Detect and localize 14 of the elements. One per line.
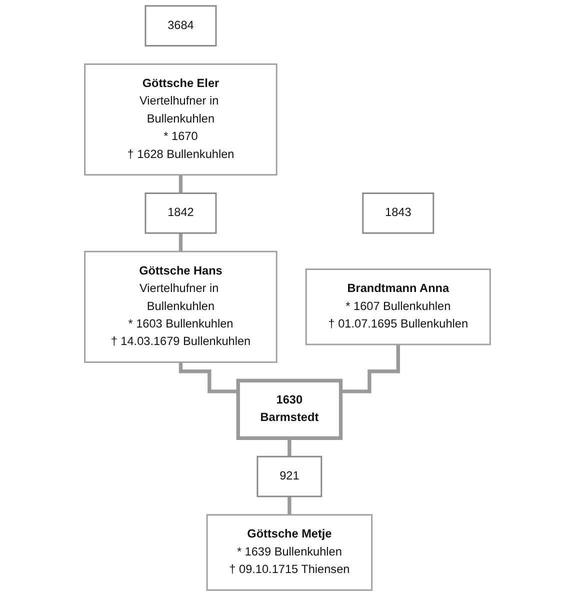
node-box: 1843 [362, 192, 434, 234]
node-box: Göttsche Eler Viertelhufner in Bullenkuhlen * 1670 † 1628 Bullenkuhlen [84, 63, 278, 176]
node-box: Göttsche Hans Viertelhufner in Bullenkuhlen * 1603 Bullenkuhlen † 14.03.1679 Bullenkuhlen [84, 250, 278, 363]
connector [178, 360, 238, 394]
node-box: 921 [256, 456, 322, 498]
node-box: Göttsche Metje * 1639 Bullenkuhlen † 09.10.1715 Thiensen [206, 514, 373, 591]
node-box: 1630 Barmstedt [236, 378, 343, 440]
node-box: 1842 [144, 192, 217, 234]
connector [340, 342, 400, 394]
connector [178, 231, 183, 254]
node-box: Brandtmann Anna * 1607 Bullenkuhlen † 01.07.1695 Bullenkuhlen [305, 268, 491, 346]
connector [178, 172, 183, 196]
connector [288, 494, 292, 517]
node-box: 3684 [144, 5, 217, 46]
